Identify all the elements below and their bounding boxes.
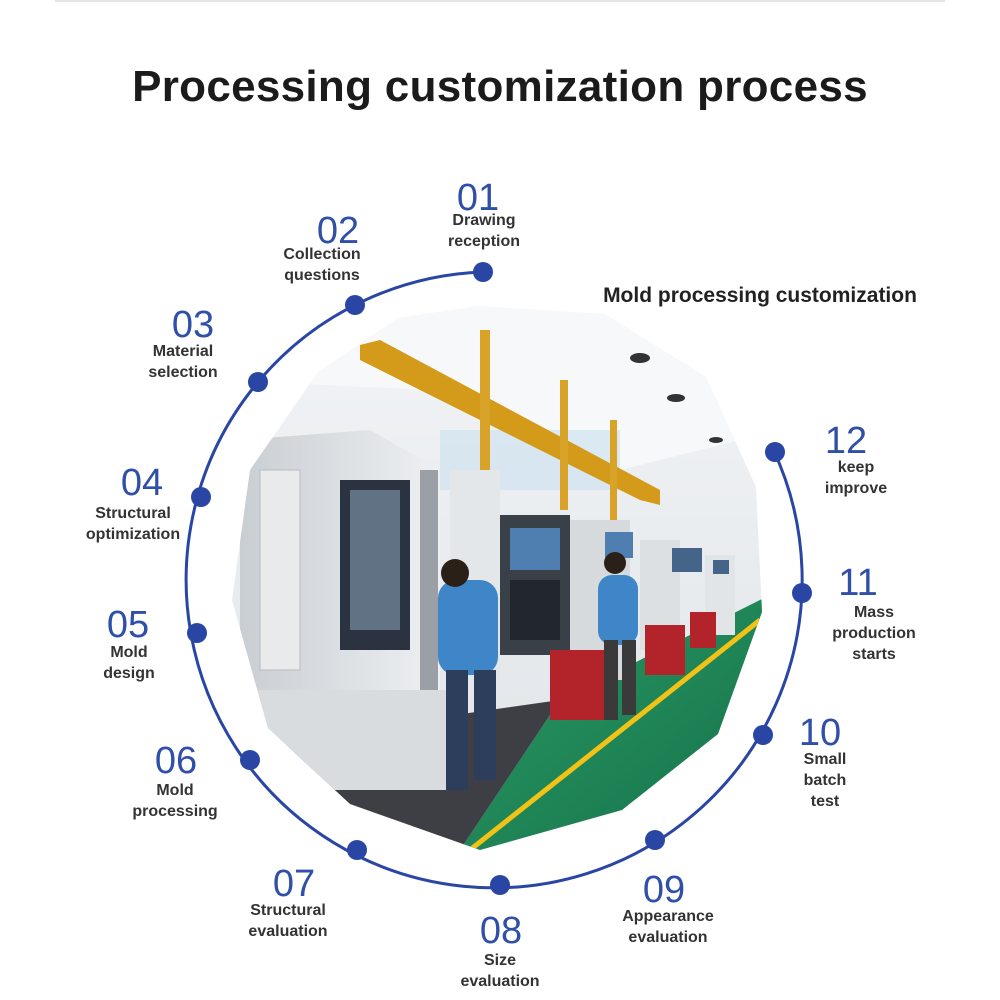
step-number: 05 [106,604,150,646]
step-number: 10 [798,712,842,754]
step-label: Collection questions [283,246,361,284]
step-label: keep improve [824,459,888,497]
step-dot-01 [473,262,493,282]
step-label: Mass production starts [832,604,916,663]
step-dot-11 [792,583,812,603]
page-title: Processing customization process [132,62,868,111]
step-dot-08 [490,875,510,895]
step-number: 07 [272,863,316,905]
step-label: Structural optimization [85,505,181,543]
step-dot-03 [248,372,268,392]
step-number: 11 [838,562,878,604]
step-dot-06 [240,750,260,770]
step-label: Appearance evaluation [622,908,714,946]
step-number: 02 [316,210,360,252]
step-dot-02 [345,295,365,315]
step-number: 01 [456,177,500,219]
step-label: Material selection [148,343,218,381]
step-number: 04 [120,462,164,504]
step-number: 09 [642,869,686,911]
step-label: Mold design [103,644,155,682]
step-dot-07 [347,840,367,860]
step-label: Small batch test [803,751,847,810]
step-dot-10 [753,725,773,745]
step-number: 08 [479,910,523,952]
step-label: Drawing reception [447,212,521,250]
step-number: 06 [154,740,198,782]
step-dots [187,262,812,895]
step-label: Mold processing [132,782,218,820]
factory-photo [232,306,762,850]
step-label: Structural evaluation [248,902,328,940]
step-dot-04 [191,487,211,507]
step-number: 03 [171,304,215,346]
step-dot-09 [645,830,665,850]
step-label: Size evaluation [460,952,540,990]
top-divider [55,0,945,2]
diagram-subtitle: Mold processing customization [603,284,917,307]
step-number: 12 [824,420,868,462]
step-dot-12 [765,442,785,462]
step-dot-05 [187,623,207,643]
